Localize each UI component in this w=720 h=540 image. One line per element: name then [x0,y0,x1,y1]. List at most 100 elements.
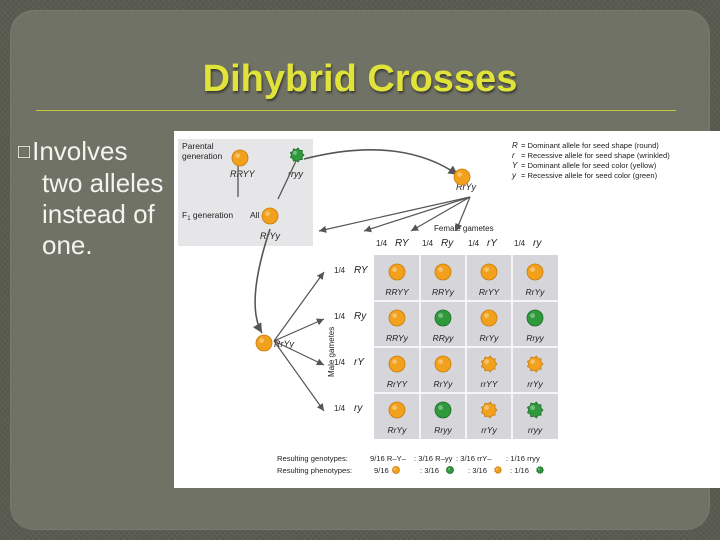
offspring-genotype: RrYy [434,379,454,389]
male-parent-seed-icon [255,334,273,352]
offspring-genotype: RrYY [387,379,409,389]
offspring-seed-icon [526,401,544,419]
female-gamete: ry [533,238,542,249]
female-gamete: Ry [441,238,454,249]
offspring-seed-icon [480,401,498,419]
female-gamete: rY [487,238,498,249]
punnett-diagram: Parental generation RRYY rryy F1 generat… [178,139,670,475]
offspring-genotype: RRyy [433,333,455,343]
f1-genotype: RrYy [260,231,280,241]
phenotype-seed-icon [536,466,545,474]
male-gamete-fraction: 1/4 [334,358,346,367]
female-gamete-fraction: 1/4 [376,239,388,248]
offspring-genotype: RrYy [480,333,500,343]
f1-seed-icon [261,207,279,225]
male-gamete-fraction: 1/4 [334,404,346,413]
legend-text: = Dominant allele for seed shape (round) [521,141,659,150]
offspring-genotype: RrYY [479,287,501,297]
female-gamete-fraction: 1/4 [422,239,434,248]
female-gamete-fraction: 1/4 [514,239,526,248]
offspring-seed-icon [388,401,406,419]
offspring-genotype: RRYy [432,287,455,297]
offspring-genotype: rrYy [481,425,497,435]
male-gamete-arrow [273,271,325,342]
female-gamete: RY [395,238,410,249]
offspring-genotype: RrYy [388,425,408,435]
legend-symbol: R [512,141,518,150]
female-gamete-arrow [318,196,471,233]
arrow-to-male-parent [252,228,271,334]
offspring-seed-icon [480,309,498,327]
genotype-ratio: : 3/16 rrY– [456,454,492,463]
offspring-genotype: rrYY [481,379,499,389]
bullet-rest-text: two alleles instead of one. [42,168,164,260]
phenotypes-label: Resulting phenotypes: [277,466,352,475]
phenotype-ratio: 9/16 [374,466,389,475]
offspring-seed-icon [526,309,544,327]
offspring-seed-icon [434,401,452,419]
male-gamete-fraction: 1/4 [334,312,346,321]
genotype-ratio: 9/16 R–Y– [370,454,407,463]
male-parent-genotype: RrYy [274,339,294,349]
offspring-genotype: Rryy [526,333,544,343]
offspring-seed-icon [434,263,452,281]
bullet-first-word: Involves [32,136,128,166]
bullet-point: □Involves two alleles instead of one. [18,136,178,261]
seed-icons [231,147,471,352]
male-gamete: rY [354,357,365,368]
parent-left-genotype: RRYY [230,169,256,179]
offspring-genotype: rrYy [527,379,543,389]
offspring-seed-icon [526,263,544,281]
female-parent-genotype: RrYy [456,182,476,192]
f1-all: All [250,210,260,220]
female-gamete-arrow [363,196,471,233]
f1-label: F1 generation [182,210,233,222]
offspring-genotype: RrYy [526,287,546,297]
slide-title: Dihybrid Crosses [202,58,518,100]
male-gamete-arrow [273,318,325,342]
results-summary: Resulting genotypes:9/16 R–Y–: 3/16 R–yy… [277,454,545,475]
legend-text: = Dominant allele for seed color (yellow… [521,161,657,170]
parent-round-yellow-seed-icon [231,149,249,167]
offspring-seed-icon [526,355,544,373]
legend-symbol: r [512,151,515,160]
bullet-marker: □ [18,141,31,163]
male-gamete: ry [354,403,363,414]
male-gamete-arrow [273,340,325,412]
phenotype-seed-icon [494,466,503,474]
arrow-to-female-parent [303,149,459,176]
phenotype-ratio: : 1/16 [510,466,529,475]
male-gamete-fraction: 1/4 [334,266,346,275]
parental-label-2: generation [182,151,222,161]
offspring-genotype: rryy [528,425,543,435]
offspring-seed-icon [388,355,406,373]
arrow-parent-right [277,160,297,200]
male-gamete: Ry [354,311,367,322]
female-gametes-label: Female gametes [434,224,494,233]
parent-wrinkled-green-seed-icon [289,147,305,163]
female-gamete-fraction: 1/4 [468,239,480,248]
offspring-seed-icon [388,309,406,327]
allele-legend: R= Dominant allele for seed shape (round… [511,141,670,180]
genotype-ratio: : 3/16 R–yy [414,454,453,463]
offspring-genotype: RRYy [386,333,409,343]
offspring-seed-icon [480,355,498,373]
offspring-seed-icon [480,263,498,281]
genotype-ratio: : 1/16 rryy [506,454,540,463]
legend-text: = Recessive allele for seed shape (wrink… [521,151,670,160]
legend-symbol: Y [512,161,518,170]
legend-symbol: y [511,171,517,180]
offspring-genotype: RRYY [385,287,410,297]
gamete-arrows [273,196,471,412]
phenotype-seed-icon [392,466,400,474]
dihybrid-cross-figure: Parental generation RRYY rryy F1 generat… [174,131,720,488]
female-gamete-arrow [410,196,471,232]
phenotype-ratio: : 3/16 [420,466,439,475]
male-gamete-arrow [273,340,325,366]
title-underline [36,110,676,111]
offspring-genotype: Rryy [434,425,452,435]
male-gametes-label: Male gametes [327,327,336,377]
parent-right-genotype: rryy [288,169,303,179]
